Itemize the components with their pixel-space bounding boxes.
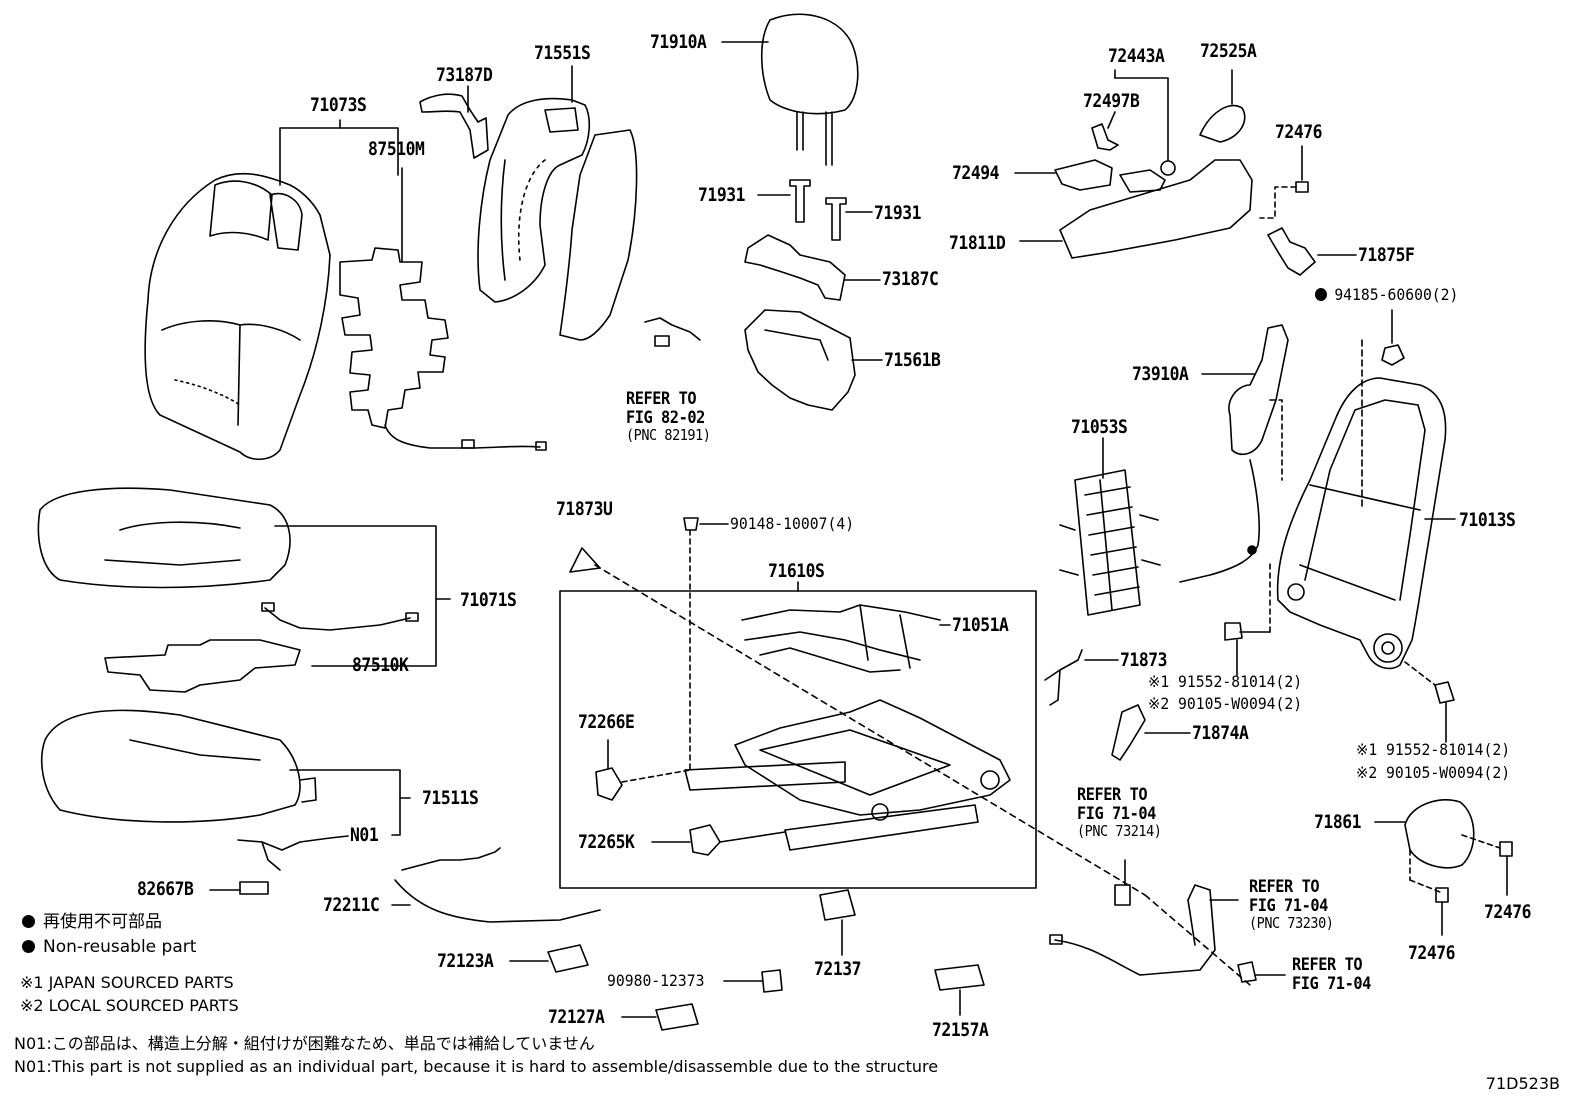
label-90980-12373: 90980-12373 (607, 971, 705, 990)
diagram-code: 71D523B (1485, 1074, 1560, 1093)
label-87510M: 87510M (368, 138, 425, 160)
recliner-cover-drawing (1059, 159, 1253, 259)
label-72494: 72494 (952, 162, 1000, 184)
note-n01-jp: N01:この部品は、構造上分解・組付けが困難なため、単品では補給していません (14, 1034, 595, 1053)
label-73910A: 73910A (1132, 363, 1189, 385)
cushion-pad-drawing (40, 709, 317, 823)
label-71931-upper: 71931 (698, 184, 746, 206)
label-72476-bottom: 72476 (1408, 942, 1456, 964)
label-72443A: 72443A (1108, 45, 1165, 67)
label-N01: N01 (350, 824, 379, 846)
label-71073S: 71073S (310, 94, 367, 116)
label-71861: 71861 (1314, 811, 1362, 833)
label-82667B: 82667B (137, 878, 194, 900)
label-71013S: 71013S (1459, 509, 1516, 531)
note-n01-en: N01:This part is not supplied as an indi… (14, 1057, 939, 1076)
label-72211C: 72211C (323, 894, 380, 916)
label-72265K: 72265K (578, 831, 635, 853)
non-reusable-dot-icon (1315, 288, 1327, 301)
label-71875F: 71875F (1358, 244, 1415, 266)
label-71561B: 71561B (884, 349, 941, 371)
label-73187C: 73187C (882, 268, 939, 290)
label-71873U: 71873U (556, 498, 613, 520)
label-71071S: 71071S (460, 589, 517, 611)
label-71931-lower: 71931 (874, 202, 922, 224)
label-72497B: 72497B (1083, 90, 1140, 112)
label-72266E: 72266E (578, 711, 635, 733)
refer-to-fig-71-04-c: REFER TO FIG 71-04 (1292, 955, 1371, 994)
seat-adjuster-drawing (684, 699, 1011, 851)
non-reusable-dot-icon (22, 915, 35, 928)
label-72127A: 72127A (548, 1006, 605, 1028)
label-72123A: 72123A (437, 950, 494, 972)
label-71874A: 71874A (1192, 722, 1249, 744)
label-91552-upper: ※1 91552-81014(2) (1148, 672, 1303, 691)
headrest-drawing (760, 13, 859, 166)
seatback-heater-drawing (339, 247, 547, 451)
legend-local-sourced: ※2 LOCAL SOURCED PARTS (20, 996, 239, 1015)
lumbar-spring-drawing (1059, 469, 1161, 616)
legend-non-reusable-jp: 再使用不可部品 (22, 914, 162, 931)
legend-japan-sourced: ※1 JAPAN SOURCED PARTS (20, 973, 234, 992)
label-72137: 72137 (814, 958, 862, 980)
refer-to-fig-71-04-b: REFER TO FIG 71-04 (PNC 73230) (1249, 877, 1334, 933)
label-71873: 71873 (1120, 649, 1168, 671)
label-71051A: 71051A (952, 614, 1009, 636)
label-87510K: 87510K (352, 654, 409, 676)
label-71811D: 71811D (949, 232, 1006, 254)
refer-to-fig-82-02: REFER TO FIG 82-02 (PNC 82191) (626, 389, 711, 445)
seatback-pad-drawing (477, 97, 638, 341)
seatback-frame-drawing (1276, 377, 1447, 670)
label-72525A: 72525A (1200, 40, 1257, 62)
label-71551S: 71551S (534, 42, 591, 64)
label-71511S: 71511S (422, 787, 479, 809)
label-71053S: 71053S (1071, 416, 1128, 438)
label-90105-lower: ※2 90105-W0094(2) (1356, 763, 1511, 782)
label-94185-60600: 94185-60600(2) (1315, 287, 1458, 303)
legend-non-reusable-en: Non-reusable part (22, 939, 196, 956)
label-72157A: 72157A (932, 1019, 989, 1041)
seatback-cover-drawing (144, 172, 331, 461)
label-71910A: 71910A (650, 31, 707, 53)
refer-to-fig-71-04-a: REFER TO FIG 71-04 (PNC 73214) (1077, 785, 1162, 841)
label-91552-lower: ※1 91552-81014(2) (1356, 740, 1511, 759)
cushion-cover-drawing (37, 487, 291, 589)
label-72476-right: 72476 (1484, 901, 1532, 923)
label-72476-top: 72476 (1275, 121, 1323, 143)
label-71610S: 71610S (768, 560, 825, 582)
label-90105-upper: ※2 90105-W0094(2) (1148, 694, 1303, 713)
label-73187D: 73187D (436, 64, 493, 86)
label-90148-10007: 90148-10007(4) (730, 514, 855, 533)
non-reusable-dot-icon (22, 940, 35, 953)
